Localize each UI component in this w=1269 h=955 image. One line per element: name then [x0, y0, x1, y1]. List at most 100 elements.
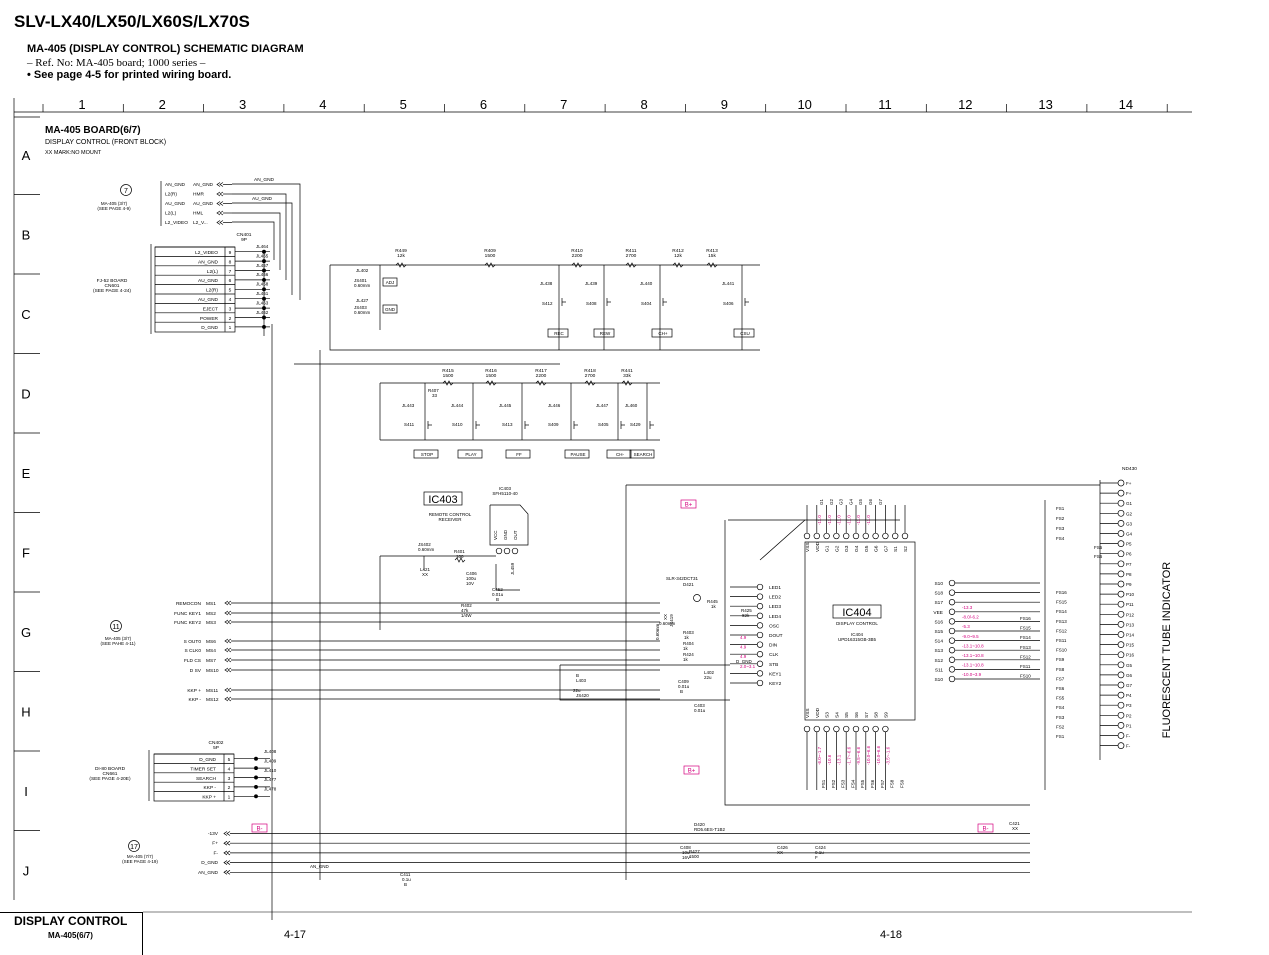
ic-pin-circle [756, 631, 764, 639]
fl-pin-circle [1117, 732, 1125, 739]
ref-text: (SEE PAHE 4-11) [100, 641, 136, 646]
pin-label: G7 [878, 498, 883, 505]
voltage-label: -6.0~-1.7 [817, 746, 822, 765]
resistor [535, 380, 547, 386]
part-label: 0.60mm [655, 623, 660, 640]
part-label: 0.1u [402, 877, 411, 882]
connector-arrow [223, 860, 228, 865]
voltage-label: -13.1~10.8 [962, 653, 984, 658]
ic-pin: LED2 [769, 595, 781, 601]
ic-pin-circle [843, 532, 850, 540]
part-label: 0.01u [492, 592, 504, 597]
ic-pin-circle [756, 583, 764, 591]
b-minus-box [977, 823, 994, 833]
ic-pin: VSS [805, 708, 811, 718]
board-ref: CN661 [103, 771, 118, 777]
signal-label: L2(L) [165, 211, 177, 217]
ic-pin: S8 [874, 712, 880, 718]
junction-dot [254, 775, 258, 780]
fl-pin-circle [1117, 540, 1125, 547]
key-label: REC [554, 331, 564, 336]
fl-left-label: FS2 [1056, 516, 1065, 521]
key-box [564, 449, 590, 459]
fl-left-label: FS4 [1056, 536, 1065, 541]
grid-column-label: 4 [319, 97, 326, 112]
voltage-label: -10.0~6.6 [876, 745, 881, 765]
ic-pin: LED1 [769, 585, 781, 591]
wire [232, 221, 275, 260]
resistor-value: 12k [674, 253, 682, 259]
switch-label: S411 [404, 422, 415, 427]
connector-signal: KKP - [204, 785, 217, 791]
resistor-name: R449 [395, 248, 407, 254]
jumper-label: JL443 [402, 403, 415, 408]
fl-pin-label: P8 [1126, 572, 1132, 577]
connector-arrow [224, 638, 229, 644]
ic-part: UPD16315GB-3B5 [838, 637, 877, 642]
connector-pin: 2 [229, 316, 232, 322]
grid-column-label: 3 [239, 97, 246, 112]
voltage-label: -9.5~-6.6 [856, 746, 861, 765]
resistor-value: 1500 [485, 253, 496, 259]
part-label: 1/4W [461, 613, 472, 618]
b-plus-box [680, 499, 697, 509]
ic-pin: G1 [825, 545, 831, 552]
jumper-value: 0.60mm [354, 310, 371, 315]
ic-pin: VDD [815, 541, 821, 552]
grid-row-label: B [22, 228, 31, 243]
ic-pin-circle [872, 532, 879, 540]
part-label: R445 [707, 599, 718, 604]
resistor-name: R415 [442, 368, 454, 374]
ic-pin: S11 [935, 667, 944, 673]
signal-label: D_GND [201, 860, 218, 866]
grid-row-label: J [23, 864, 30, 879]
part-label: 47k [461, 608, 469, 613]
connector-pin: 3 [228, 776, 231, 782]
ic-pin: VCC [493, 530, 498, 540]
ic-pin: S15 [934, 629, 943, 635]
pin-label: FS6 [870, 779, 875, 788]
ic-pin: DIN [769, 643, 778, 649]
fl-pin-label: G7 [1126, 683, 1133, 688]
switch-label: S413 [502, 422, 513, 427]
voltage-label: -13.1~10.8 [962, 663, 984, 668]
fl-pin-label: P10 [1126, 592, 1135, 597]
ref-text: (SEE PAGE 4-9) [97, 206, 131, 211]
pin-label: G1 [819, 498, 824, 505]
part-label: JS420 [576, 693, 589, 698]
fl-pin-circle [1117, 691, 1125, 699]
resistor-name: R407 [428, 388, 439, 393]
fl-pin-label: P3 [1126, 703, 1132, 708]
switch-label: S405 [598, 422, 609, 427]
resistor [484, 262, 496, 268]
part-label: 0.01u [678, 684, 690, 689]
ic-pin: LED4 [769, 614, 781, 620]
resistor-name: R409 [484, 248, 496, 254]
resistor-name: R412 [672, 248, 684, 254]
connector-pins: 9P [241, 237, 247, 243]
part-label: C406 [466, 571, 477, 576]
ic-pin: OUT [513, 530, 518, 540]
signal-label: REMOCON [176, 601, 202, 607]
jumper-label: JL447 [596, 403, 609, 408]
ic-pin: DOUT [769, 633, 783, 639]
fl-left-label: FS3 [1056, 715, 1065, 720]
part-label: C424 [815, 845, 826, 850]
wire [232, 193, 287, 280]
connector-arrow [227, 600, 232, 606]
b-plus-label: B+ [688, 769, 696, 775]
fl-left-label: FS10 [1056, 648, 1067, 653]
ref-text: MA-405 (3/7) [105, 636, 132, 641]
no-mount-note: XX MARK:NO MOUNT [45, 150, 102, 156]
fl-pin-label: P4 [1126, 693, 1132, 698]
fl-left-label: FS9 [1056, 657, 1065, 662]
fl-pin-label: P2 [1126, 713, 1132, 718]
wire [232, 183, 301, 300]
ic-pin: CLK [769, 652, 779, 658]
ic-pin-circle [511, 547, 519, 555]
connector-pin: 8 [229, 259, 232, 265]
ic-pin: S5 [844, 712, 850, 718]
resistor-name: R411 [625, 248, 636, 254]
connector-pin: 4 [229, 297, 232, 303]
fl-pin-circle [1117, 499, 1125, 507]
